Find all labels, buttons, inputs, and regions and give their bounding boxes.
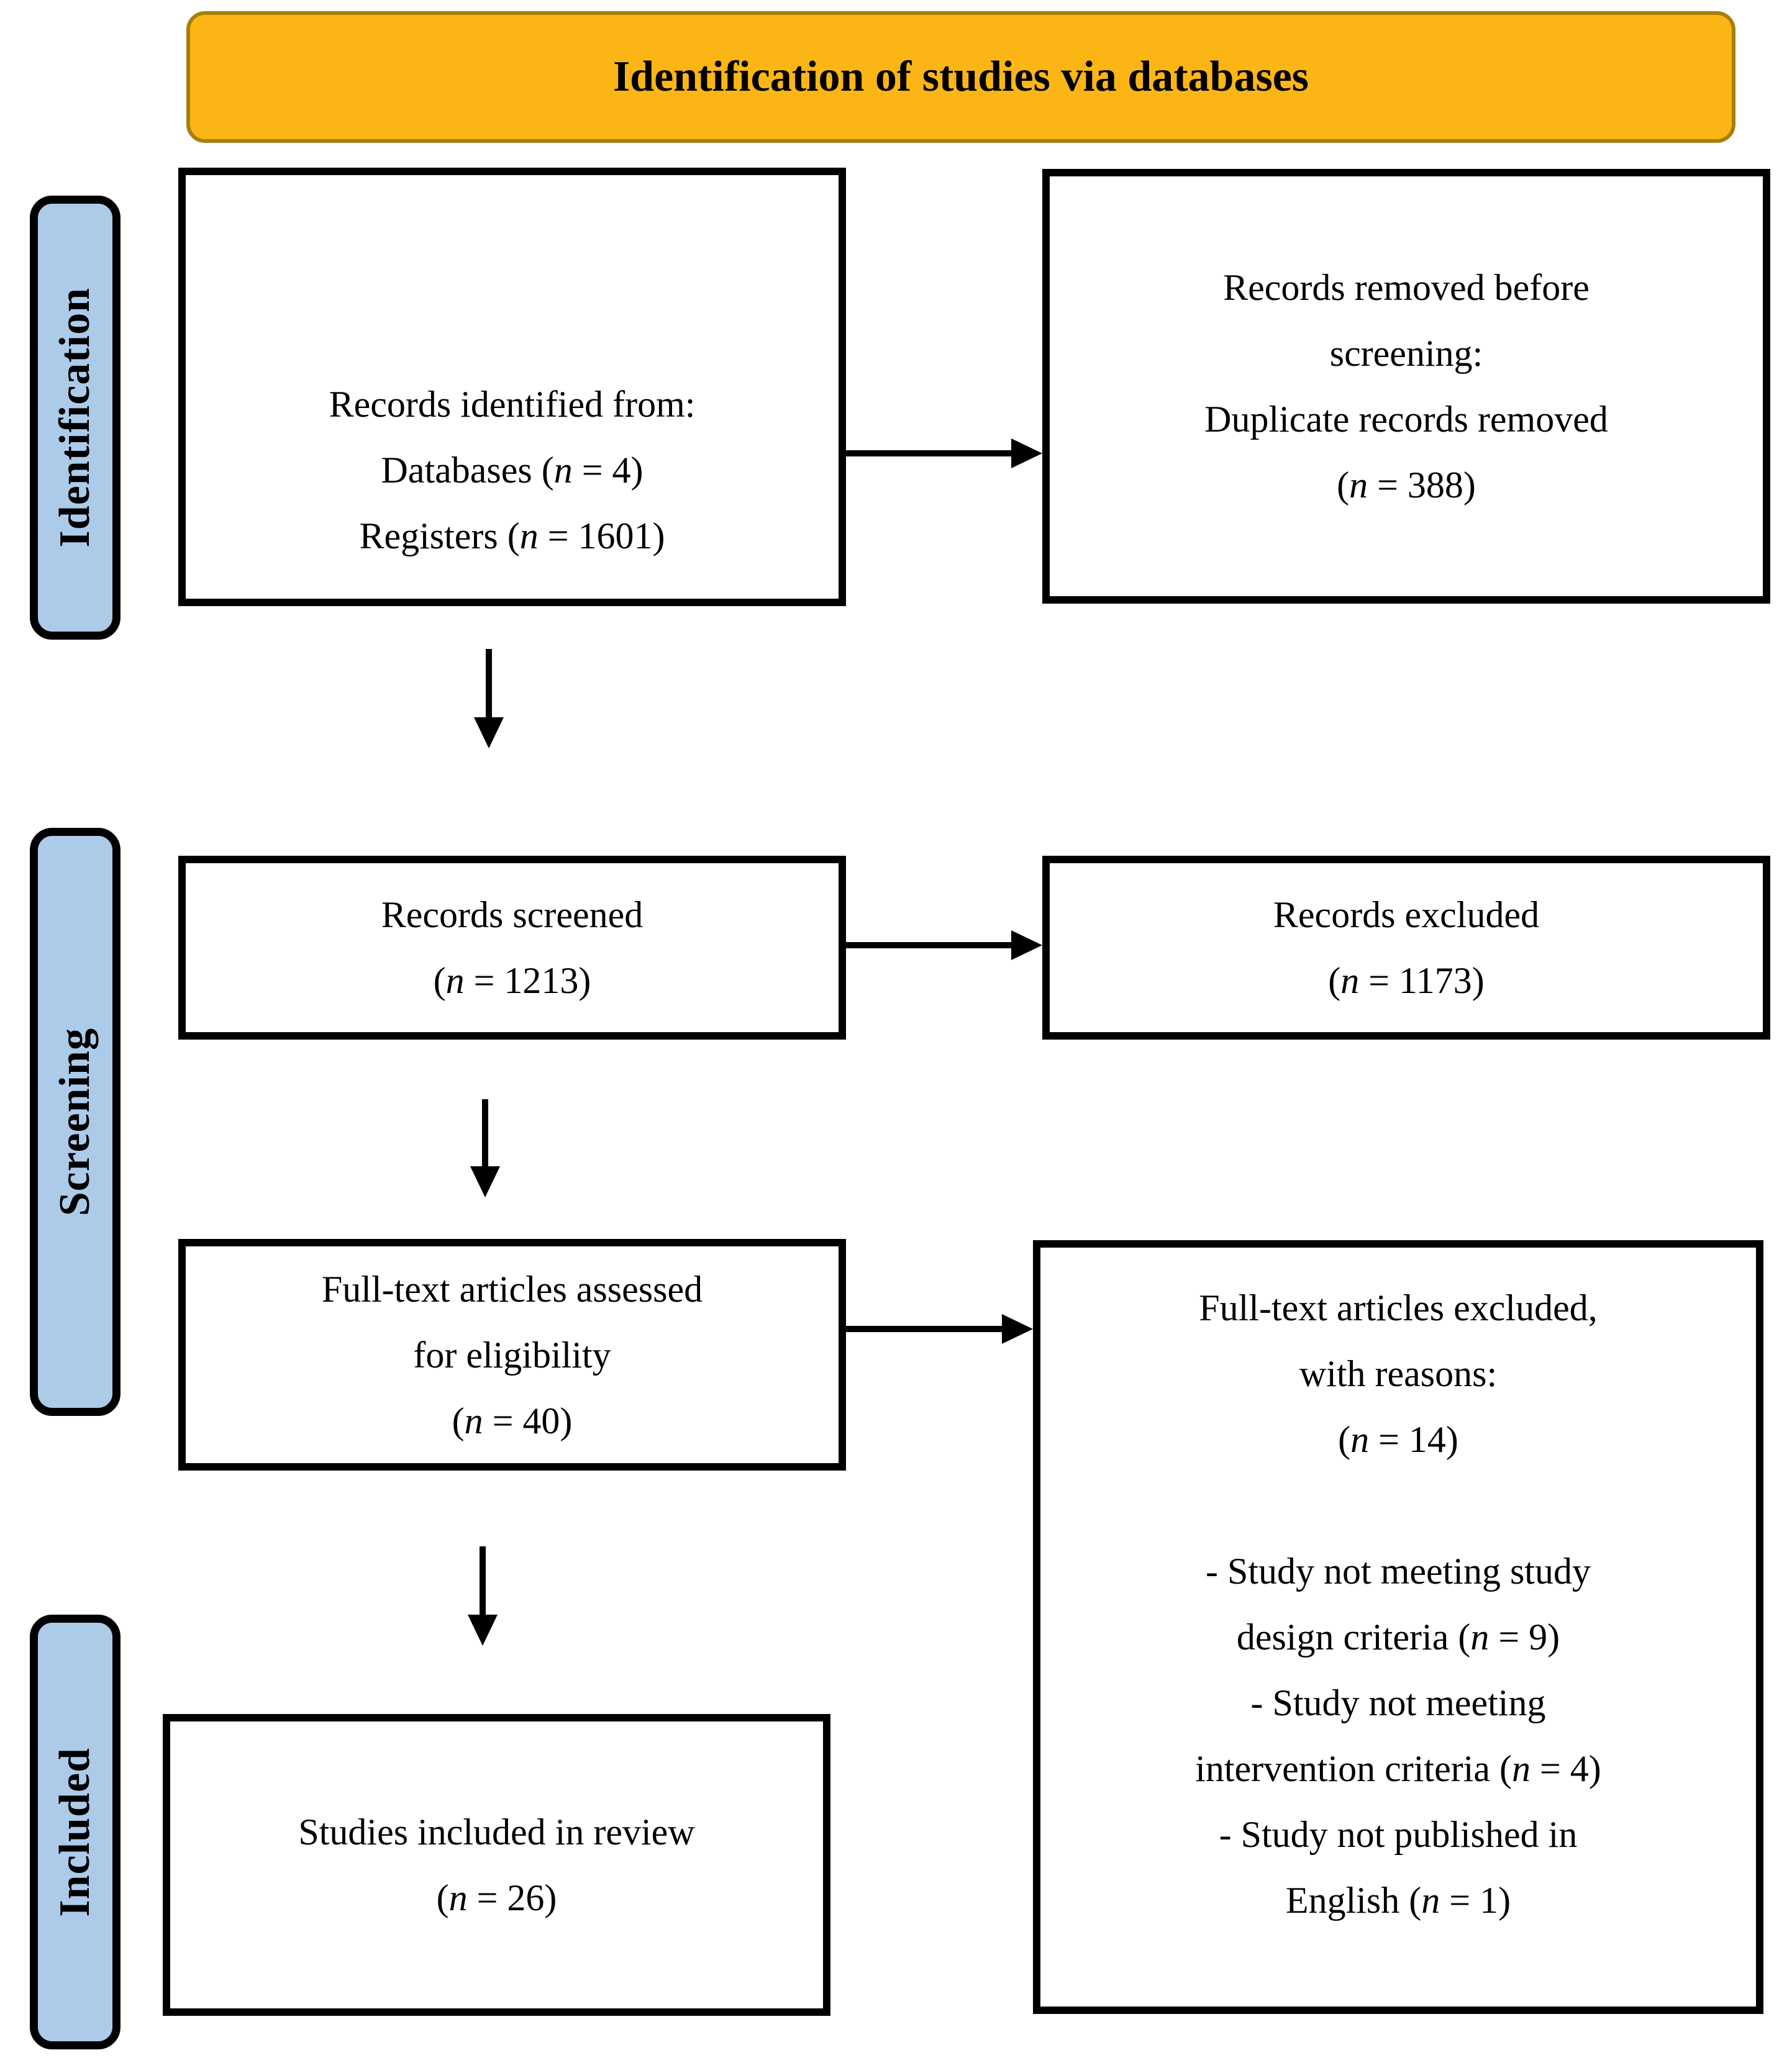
- stage-label-identification-text: Identification: [51, 288, 99, 548]
- box-text-line: Full-text articles assessed: [321, 1268, 703, 1310]
- arrowhead-down-icon: [470, 1166, 500, 1197]
- box-text-line: screening:: [1329, 333, 1483, 374]
- arrow-line: [846, 942, 1014, 948]
- box-text-line: [1394, 1472, 1403, 1538]
- box-text-line: Duplicate records removed: [1204, 399, 1608, 440]
- box-text-line: - Study not meeting study: [1206, 1551, 1591, 1592]
- arrowhead-right-icon: [1011, 438, 1042, 468]
- diagram-title-banner: Identification of studies via databases: [186, 11, 1735, 143]
- box-studies-included-in-review: Studies included in review (n = 26): [163, 1714, 830, 2016]
- arrow-line: [482, 1099, 488, 1168]
- box-text-line: Records identified from:: [329, 384, 696, 425]
- box-text-line: Full-text articles excluded,: [1199, 1287, 1598, 1328]
- box-text-line: (n = 14): [1338, 1419, 1458, 1460]
- stage-label-screening: Screening: [30, 828, 121, 1416]
- box-fulltext-articles-assessed: Full-text articles assessed for eligibili…: [178, 1239, 846, 1471]
- box-text-line: - Study not published in: [1219, 1814, 1578, 1855]
- diagram-title: Identification of studies via databases: [612, 53, 1309, 101]
- box-text-line: Records removed before: [1223, 267, 1590, 308]
- box-records-identified: Records identified from: Databases (n = 4…: [178, 168, 846, 606]
- arrowhead-down-icon: [474, 717, 504, 748]
- arrow-line: [846, 450, 1014, 456]
- box-records-screened: Records screened (n = 1213): [178, 856, 846, 1040]
- box-text-line: intervention criteria (n = 4): [1195, 1748, 1601, 1789]
- box-records-removed-before-screening: Records removed before screening: Duplicat…: [1042, 169, 1770, 604]
- box-text-line: - Study not meeting: [1250, 1682, 1546, 1723]
- box-text-line: with reasons:: [1299, 1353, 1498, 1394]
- box-text-line: English (n = 1): [1285, 1880, 1511, 1921]
- box-text-line: Databases (n = 4): [381, 450, 644, 491]
- box-text-line: for eligibility: [413, 1334, 611, 1376]
- arrowhead-right-icon: [1002, 1314, 1033, 1344]
- arrow-line: [480, 1546, 486, 1616]
- box-fulltext-articles-excluded: Full-text articles excluded, with reasons…: [1033, 1240, 1763, 2014]
- stage-label-included-text: Included: [51, 1747, 99, 1917]
- arrow-line: [846, 1326, 1004, 1332]
- box-text-line: (n = 26): [436, 1877, 557, 1918]
- arrowhead-right-icon: [1011, 930, 1042, 960]
- box-text-line: Registers (n = 1601): [359, 515, 665, 556]
- stage-label-identification: Identification: [30, 196, 121, 640]
- stage-label-screening-text: Screening: [51, 1027, 99, 1217]
- box-text-line: (n = 40): [452, 1400, 573, 1441]
- arrow-line: [486, 649, 492, 719]
- box-text-line: (n = 1213): [433, 960, 591, 1001]
- stage-label-included: Included: [30, 1615, 121, 2049]
- box-text-line: Studies included in review: [298, 1812, 695, 1853]
- box-records-excluded: Records excluded (n = 1173): [1042, 856, 1770, 1040]
- arrowhead-down-icon: [468, 1615, 498, 1646]
- box-text-line: (n = 388): [1337, 465, 1476, 506]
- box-text-line: (n = 1173): [1328, 960, 1485, 1001]
- box-text-line: Records screened: [381, 894, 644, 935]
- box-text-line: Records excluded: [1273, 894, 1540, 935]
- box-text-line: design criteria (n = 9): [1236, 1617, 1560, 1658]
